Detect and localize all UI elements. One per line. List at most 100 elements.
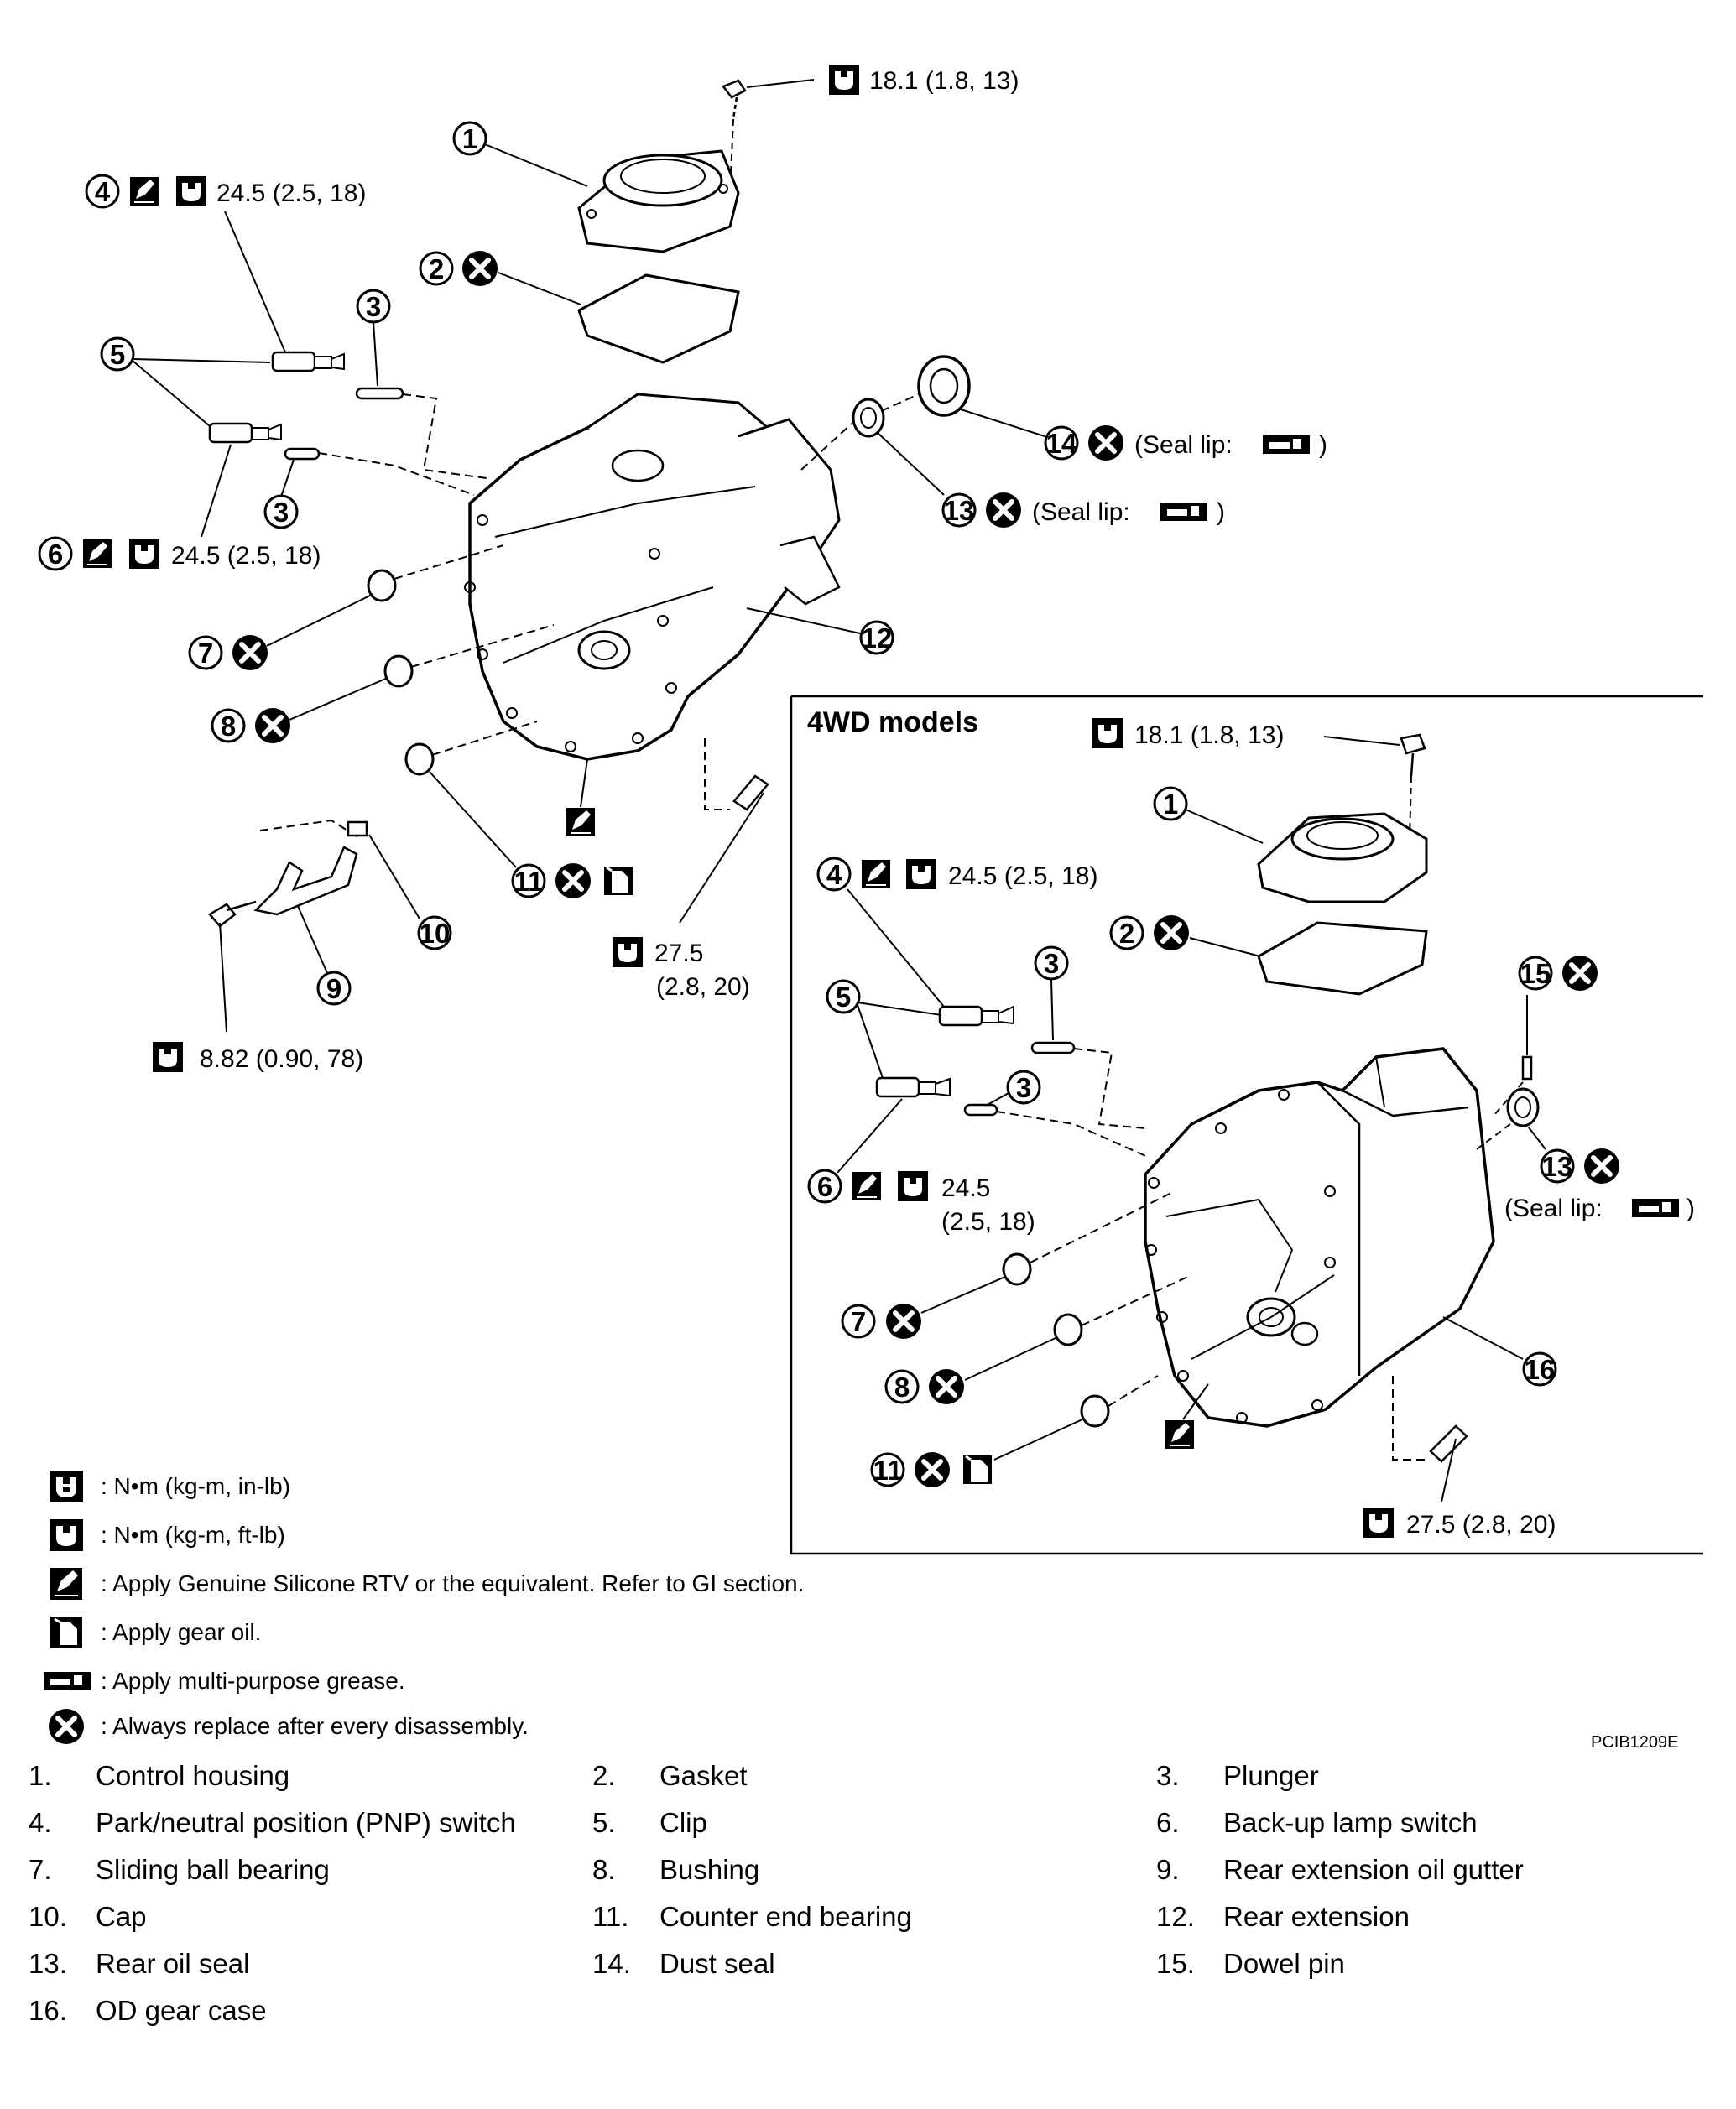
replace-icon — [1154, 915, 1189, 950]
torque-label-backup: 24.5 (2.5, 18) — [171, 542, 321, 570]
callout-8: 8 — [221, 711, 236, 742]
gear-oil-icon — [602, 865, 634, 897]
torque-inlb-icon — [42, 1469, 91, 1504]
part-item: 16.OD gear case — [29, 1995, 267, 2026]
grease-icon — [42, 1664, 91, 1699]
torque-label-rear-ext-b: (2.8, 20) — [656, 973, 750, 1001]
torque-icon — [613, 937, 643, 967]
part-item: 8.Bushing — [592, 1854, 760, 1885]
part-item: 10.Cap — [29, 1901, 147, 1932]
bolt-control-housing — [721, 79, 815, 194]
callout-7: 7 — [198, 638, 213, 669]
part-item: 3.Plunger — [1156, 1760, 1319, 1791]
sealant-icon — [1165, 1419, 1195, 1450]
part-item: 7.Sliding ball bearing — [29, 1854, 330, 1885]
inset-plunger — [1030, 1041, 1076, 1054]
sealant-icon — [129, 176, 159, 206]
bushing — [383, 654, 414, 688]
legend-row: : Apply gear oil. — [42, 1614, 261, 1651]
replace-icon — [886, 1304, 921, 1339]
rear-extension-oil-gutter — [253, 846, 358, 916]
legend-text: : N•m (kg-m, in-lb) — [101, 1473, 291, 1499]
torque-icon — [829, 65, 859, 95]
inset-backup-switch — [875, 1076, 951, 1098]
legend-row: : N•m (kg-m, in-lb) — [42, 1468, 290, 1505]
part-item: 5.Clip — [592, 1807, 707, 1838]
part-item: 15.Dowel pin — [1156, 1948, 1345, 1979]
seal-lip-label: (Seal lip: — [1134, 431, 1233, 459]
inset-sliding-ball-bearing — [1002, 1252, 1032, 1286]
callout-3-inset-a: 3 — [1044, 948, 1059, 979]
inset-rear-oil-seal — [1506, 1087, 1540, 1127]
part-item: 9.Rear extension oil gutter — [1156, 1854, 1524, 1885]
torque-label-gutter: 8.82 (0.90, 78) — [200, 1045, 363, 1073]
callout-11: 11 — [514, 866, 544, 897]
rear-oil-seal — [852, 398, 885, 438]
torque-ftlb-icon — [42, 1518, 91, 1553]
replace-icon — [555, 863, 591, 898]
callout-3b: 3 — [274, 497, 289, 528]
plunger — [284, 447, 321, 461]
legend-row: : Apply Genuine Silicone RTV or the equi… — [42, 1565, 804, 1602]
grease-icon — [1263, 435, 1310, 454]
torque-label-inset-bolt: 27.5 (2.8, 20) — [1406, 1511, 1556, 1539]
callout-3a: 3 — [366, 291, 381, 322]
legend-text: : N•m (kg-m, ft-lb) — [101, 1522, 285, 1548]
callout-2: 2 — [429, 253, 444, 284]
plunger — [355, 387, 404, 400]
replace-icon — [915, 1452, 950, 1487]
bolt-rear-extension — [732, 774, 769, 811]
replace-icon — [1088, 425, 1123, 461]
callout-3-inset-b: 3 — [1016, 1072, 1031, 1103]
sealant-icon — [861, 859, 891, 889]
torque-label-inset-backup: 24.5 — [941, 1174, 990, 1202]
torque-label-inset-top: 18.1 (1.8, 13) — [1134, 721, 1284, 749]
seal-lip-close: ) — [1217, 498, 1225, 526]
dust-seal — [917, 355, 971, 417]
pnp-switch — [271, 351, 345, 372]
callout-6-inset: 6 — [817, 1171, 832, 1202]
cap — [347, 820, 368, 837]
gasket — [577, 273, 740, 364]
replace-icon — [255, 708, 290, 743]
grease-icon — [1632, 1199, 1679, 1217]
inset-gasket — [1257, 921, 1428, 996]
replace-icon — [462, 251, 498, 286]
replace-icon — [1584, 1148, 1619, 1184]
callout-10: 10 — [420, 918, 451, 949]
callout-5: 5 — [110, 339, 125, 370]
part-item: 12.Rear extension — [1156, 1901, 1410, 1932]
torque-label-rear-ext: 27.5 — [654, 940, 703, 967]
callout-2-inset: 2 — [1119, 918, 1134, 949]
torque-icon — [176, 176, 206, 206]
figure-code: PCIB1209E — [1591, 1733, 1679, 1752]
inset-plunger — [963, 1103, 998, 1117]
control-housing — [577, 149, 740, 253]
bolt-inset-top — [1400, 733, 1426, 840]
part-item: 4.Park/neutral position (PNP) switch — [29, 1807, 516, 1838]
part-item: 14.Dust seal — [592, 1948, 775, 1979]
callout-14: 14 — [1046, 428, 1077, 459]
torque-icon — [129, 539, 159, 569]
sealant-icon — [42, 1566, 91, 1601]
exploded-diagram: 18.1 (1.8, 13) 1 2 4 24.5 (2.5, 18) 5 3 — [38, 65, 1703, 1555]
part-item: 6.Back-up lamp switch — [1156, 1807, 1478, 1838]
part-item: 13.Rear oil seal — [29, 1948, 250, 1979]
sliding-ball-bearing — [367, 569, 397, 602]
replace-icon — [929, 1369, 964, 1404]
callout-12: 12 — [862, 622, 893, 654]
inset-bushing — [1053, 1313, 1083, 1346]
callout-16: 16 — [1525, 1354, 1556, 1385]
legend-row: : Always replace after every disassembly… — [42, 1708, 529, 1745]
seal-lip-label: (Seal lip: — [1504, 1195, 1603, 1222]
legend-text: : Apply Genuine Silicone RTV or the equi… — [101, 1570, 805, 1596]
replace-icon — [986, 492, 1021, 528]
grease-icon — [1160, 503, 1207, 521]
callout-5-inset: 5 — [836, 982, 851, 1013]
part-item: 1.Control housing — [29, 1760, 290, 1791]
legend-text: : Always replace after every disassembly… — [101, 1713, 529, 1739]
callout-13: 13 — [944, 495, 975, 526]
callout-13-inset: 13 — [1542, 1151, 1573, 1182]
counter-end-bearing — [404, 742, 435, 776]
torque-label-inset-pnp: 24.5 (2.5, 18) — [948, 862, 1097, 890]
